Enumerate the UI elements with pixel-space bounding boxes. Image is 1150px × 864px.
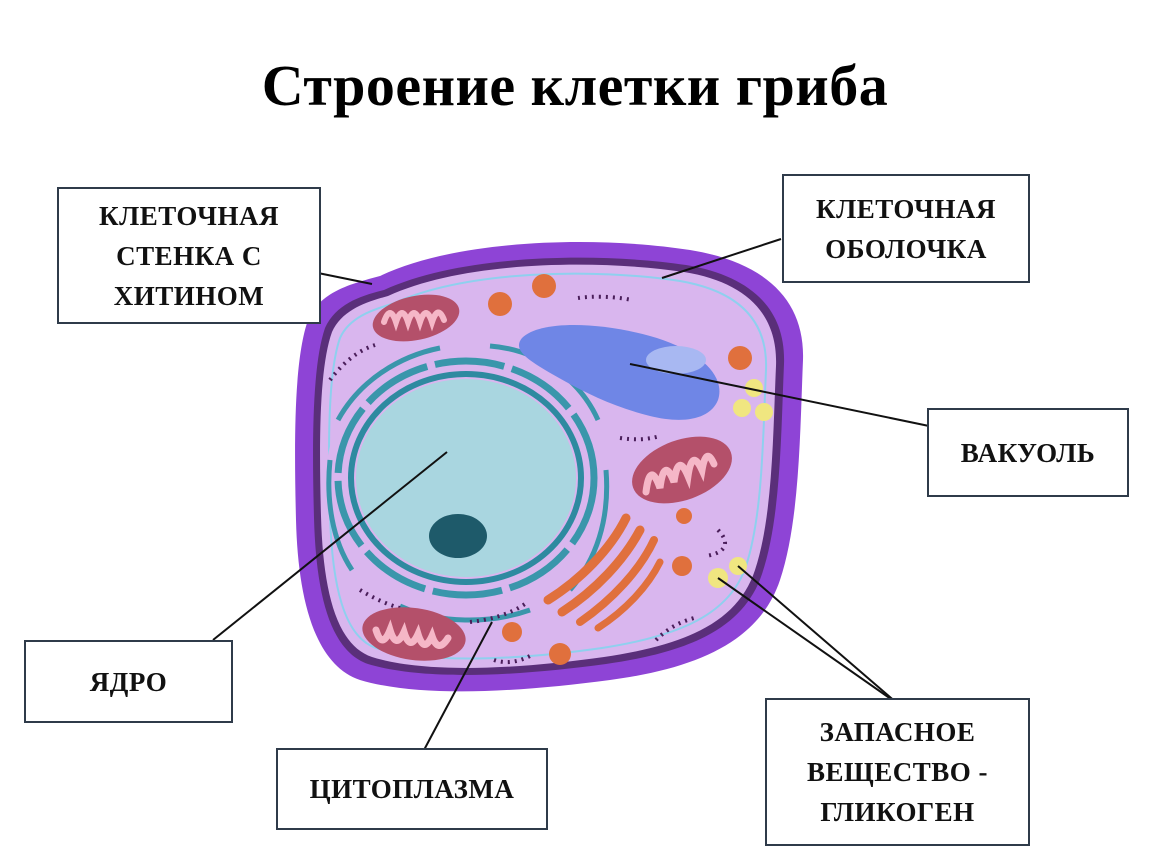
mitochondrion-right <box>632 436 732 504</box>
leader-cell-wall <box>317 272 373 285</box>
label-membrane: КЛЕТОЧНАЯ ОБОЛОЧКА <box>782 174 1030 283</box>
label-vacuole: ВАКУОЛЬ <box>927 408 1129 497</box>
page-title: Строение клетки гриба <box>261 53 889 118</box>
golgi-apparatus <box>543 513 664 632</box>
mitochondrion-top <box>372 294 460 342</box>
label-cytoplasm: ЦИТОПЛАЗМА <box>276 748 548 830</box>
organelle-dots <box>488 274 752 665</box>
leader-nucleus <box>212 451 448 641</box>
leader-lines <box>212 238 930 751</box>
leader-cytoplasm <box>423 621 493 751</box>
leader-vacuole <box>629 363 930 427</box>
leader-glycogen-2 <box>737 565 899 705</box>
cell-membrane-line <box>328 272 768 660</box>
leader-membrane <box>661 238 782 279</box>
vacuole <box>518 325 720 420</box>
label-glycogen: ЗАПАСНОЕ ВЕЩЕСТВО - ГЛИКОГЕН <box>765 698 1030 846</box>
nucleus <box>326 343 610 624</box>
label-cell-wall: КЛЕТОЧНАЯ СТЕНКА С ХИТИНОМ <box>57 187 321 324</box>
label-nucleus: ЯДРО <box>24 640 233 723</box>
nucleolus <box>429 514 487 558</box>
leader-glycogen-1 <box>717 577 899 705</box>
ribosomes <box>493 294 727 665</box>
mitochondrion-bottom <box>362 607 466 661</box>
